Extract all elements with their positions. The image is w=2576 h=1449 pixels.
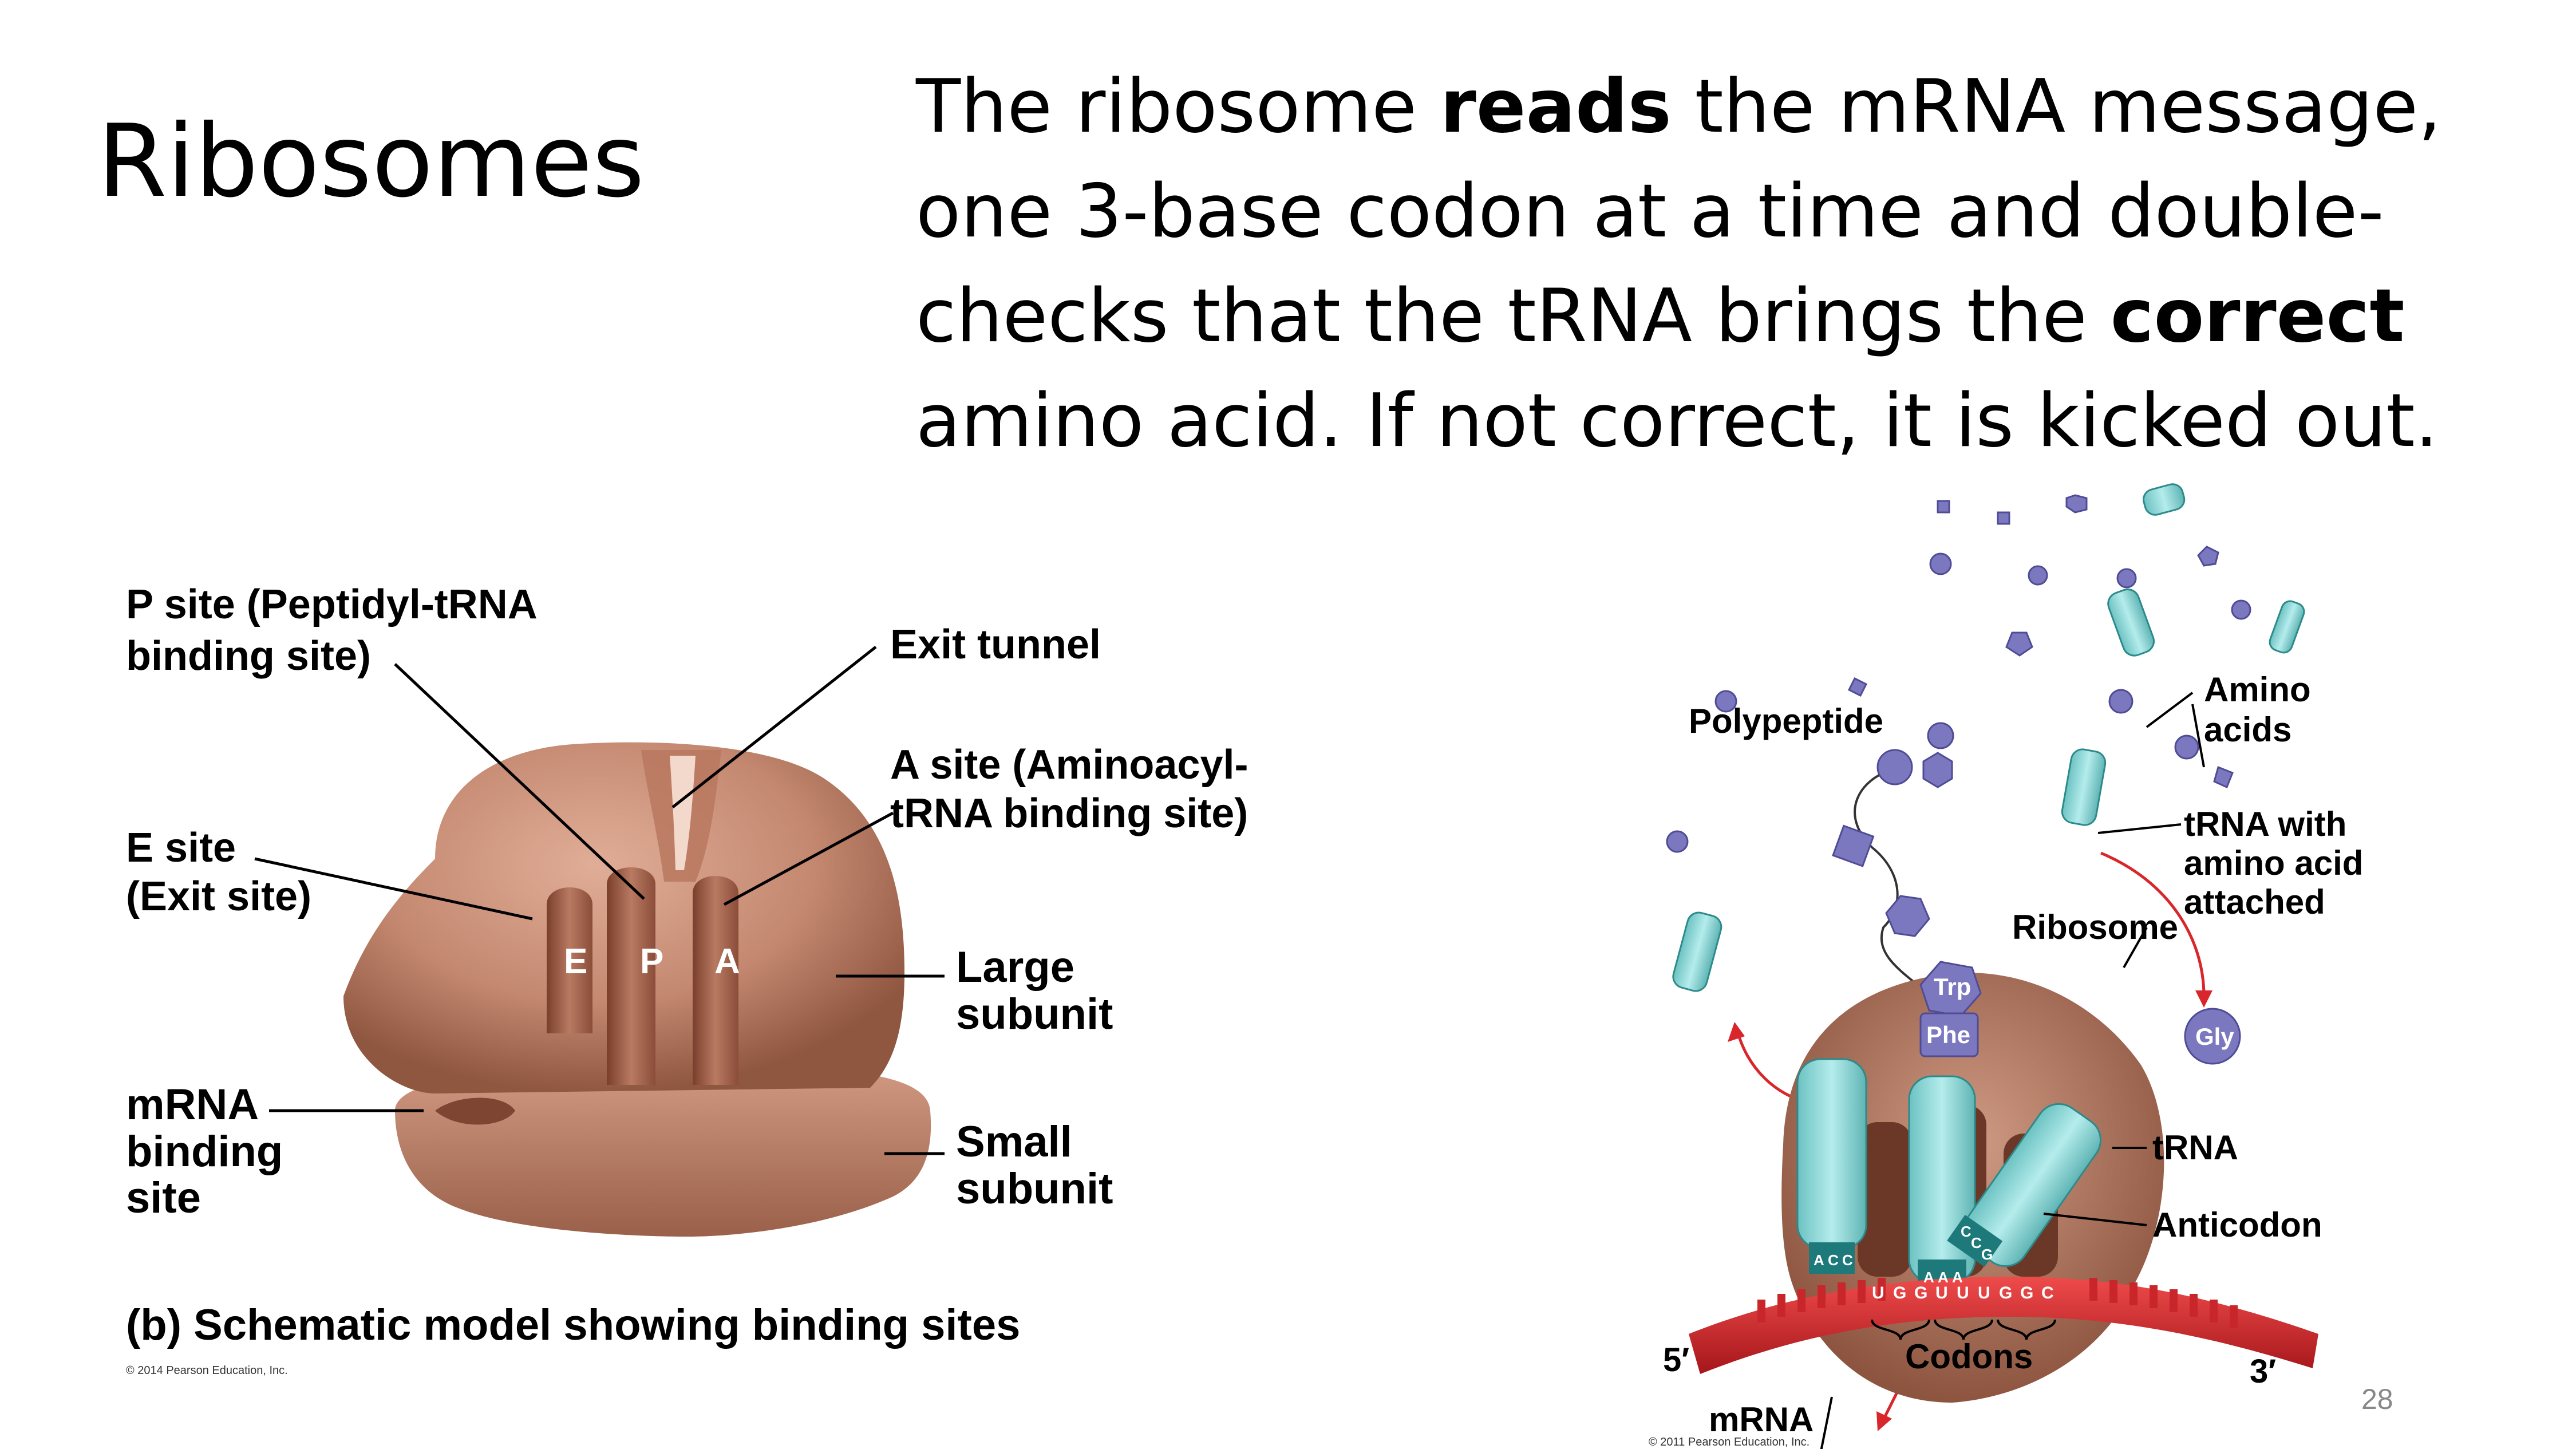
polypeptide-chain [1832, 749, 1953, 1012]
codon-letters: U G G U U U G G C [1872, 1284, 2054, 1302]
ribosome-schematic-svg: E P A P site (Peptidyl-tRNA binding site… [126, 582, 1248, 1377]
svg-text:G: G [2020, 1284, 2033, 1302]
svg-text:A: A [1952, 1269, 1963, 1286]
svg-text:U: U [1872, 1284, 1884, 1302]
svg-text:U: U [1935, 1284, 1948, 1302]
label-codons: Codons [1905, 1337, 2033, 1376]
label-trna-aa-3: attached [2184, 883, 2325, 921]
right-leader-lines [1820, 692, 2205, 1449]
body-text-1: The ribosome [916, 64, 1440, 149]
slide-title: Ribosomes [97, 104, 645, 220]
translation-svg: Trp Phe Gly U G G U U U G G C A C C A A … [1649, 483, 2363, 1449]
label-large-1: Large [956, 943, 1074, 992]
slide-body-text: The ribosome reads the mRNA message, one… [916, 54, 2462, 473]
body-text-3: amino acid. If not correct, it is kicked… [916, 378, 2439, 464]
codon-braces [1871, 1319, 2056, 1340]
figure-caption: (b) Schematic model showing binding site… [126, 1301, 1020, 1349]
p-site-slot [607, 867, 655, 1085]
label-trna-aa-2: amino acid [2184, 844, 2363, 882]
mrna-strand [1689, 1277, 2318, 1374]
svg-text:C: C [2041, 1284, 2054, 1302]
svg-text:G: G [1914, 1284, 1927, 1302]
label-five-prime: 5′ [1663, 1341, 1689, 1379]
label-amino-2: acids [2204, 710, 2291, 749]
free-amino-acids [1666, 494, 2251, 853]
label-mrna-binding-3: site [126, 1174, 201, 1222]
site-a-letter: A [714, 942, 740, 981]
svg-text:A: A [1814, 1251, 1824, 1269]
svg-text:C: C [1961, 1223, 1971, 1240]
svg-text:C: C [1828, 1251, 1839, 1269]
label-mrna-binding-1: mRNA [126, 1080, 259, 1129]
free-trnas [1672, 483, 2305, 992]
e-site-slot [547, 887, 592, 1033]
body-emphasis-reads: reads [1440, 64, 1672, 149]
left-copyright: © 2014 Pearson Education, Inc. [126, 1364, 288, 1377]
body-emphasis-correct: correct [2110, 274, 2405, 359]
svg-text:C: C [1842, 1251, 1853, 1269]
right-copyright: © 2011 Pearson Education, Inc. [1649, 1436, 1809, 1448]
svg-text:A: A [1938, 1269, 1949, 1286]
phe-amino-acid [1919, 1012, 1979, 1057]
label-trna: tRNA [2152, 1128, 2238, 1167]
ribosome-schematic-figure: E P A P site (Peptidyl-tRNA binding site… [0, 561, 1374, 1391]
label-anticodon: Anticodon [2152, 1206, 2322, 1244]
exit-tunnel-highlight [670, 756, 696, 870]
label-p-site-2: binding site) [126, 633, 371, 679]
svg-text:U: U [1957, 1284, 1969, 1302]
site-e-letter: E [564, 942, 587, 981]
label-e-site-1: E site [126, 825, 236, 871]
label-exit-tunnel: Exit tunnel [890, 622, 1101, 668]
label-e-site-2: (Exit site) [126, 874, 311, 919]
label-polypeptide: Polypeptide [1689, 702, 1883, 740]
anticodon-letters: A C C A A A C C G [1814, 1223, 1993, 1286]
svg-text:A: A [1923, 1269, 1934, 1286]
body-text-2: the mRNA message, one 3-base codon at a … [916, 64, 2441, 359]
label-amino-1: Amino [2204, 670, 2311, 709]
label-mrna: mRNA [1709, 1400, 1814, 1439]
bound-trnas [1796, 1058, 2101, 1291]
label-ribosome: Ribosome [2012, 908, 2178, 946]
label-mrna-binding-2: binding [126, 1127, 283, 1176]
label-p-site-1: P site (Peptidyl-tRNA [126, 582, 538, 627]
phe-label: Phe [1926, 1021, 1970, 1048]
arrowheads [1728, 990, 2212, 1431]
label-three-prime: 3′ [2250, 1353, 2276, 1390]
svg-text:U: U [1978, 1284, 1990, 1302]
svg-text:C: C [1971, 1234, 1982, 1251]
mrna-groove [435, 1097, 515, 1125]
gly-label: Gly [2195, 1023, 2234, 1050]
gly-amino-acid [2184, 1008, 2241, 1065]
svg-text:G: G [1981, 1246, 1993, 1263]
svg-text:G: G [1893, 1284, 1906, 1302]
small-subunit-shape [395, 1065, 931, 1237]
site-p-letter: P [640, 942, 663, 981]
left-leader-lines [254, 646, 945, 1155]
translation-figure: Trp Phe Gly U G G U U U G G C A C C A A … [1631, 458, 2462, 1449]
page-number: 28 [2361, 1383, 2393, 1415]
label-large-2: subunit [956, 990, 1113, 1039]
label-small-1: Small [956, 1118, 1072, 1166]
label-trna-aa-1: tRNA with [2184, 805, 2346, 843]
label-small-2: subunit [956, 1164, 1113, 1213]
svg-text:G: G [1999, 1284, 2012, 1302]
label-a-site-1: A site (Aminoacyl- [890, 742, 1248, 788]
mrna-teeth [1757, 1278, 2238, 1328]
a-site-slot [693, 876, 738, 1085]
trp-label: Trp [1934, 973, 1971, 1000]
label-a-site-2: tRNA binding site) [890, 791, 1248, 836]
